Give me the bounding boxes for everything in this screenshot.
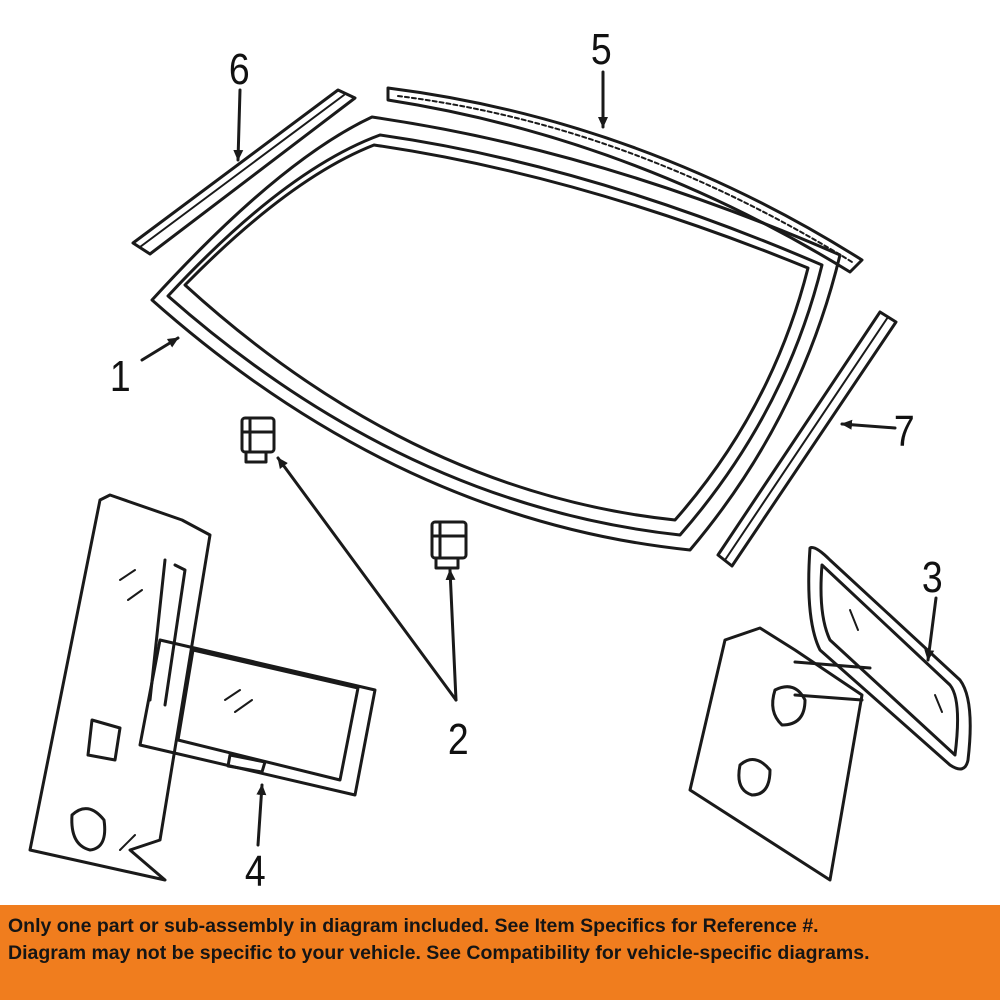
parts-diagram <box>28 70 972 882</box>
leader-line-2-upper <box>276 456 458 702</box>
retainer-clip-lower <box>430 520 468 570</box>
disclaimer-line-1: Only one part or sub-assembly in diagram… <box>8 915 819 937</box>
leader-line-3 <box>924 596 938 662</box>
leader-line-2-lower <box>445 568 458 702</box>
windshield-glass <box>150 115 842 552</box>
retainer-clip-upper <box>240 416 276 464</box>
callout-7: 7 <box>893 407 915 456</box>
upper-molding <box>386 86 864 274</box>
inside-mirror-assembly <box>28 493 377 882</box>
callout-2: 2 <box>447 715 469 764</box>
leader-line-7 <box>840 419 897 430</box>
leader-line-1 <box>140 336 180 362</box>
inside-mirror-alternate <box>688 546 972 882</box>
disclaimer-banner: Only one part or sub-assembly in diagram… <box>0 905 1000 1000</box>
callout-4: 4 <box>244 847 266 896</box>
leader-line-4 <box>256 783 267 847</box>
callout-5: 5 <box>590 25 612 74</box>
callout-6: 6 <box>228 45 250 94</box>
leader-line-6 <box>233 88 244 162</box>
callout-3: 3 <box>921 553 943 602</box>
disclaimer-line-2: Diagram may not be specific to your vehi… <box>8 942 870 964</box>
right-side-molding <box>716 310 898 568</box>
callout-1: 1 <box>109 352 131 401</box>
left-side-molding <box>131 88 357 256</box>
